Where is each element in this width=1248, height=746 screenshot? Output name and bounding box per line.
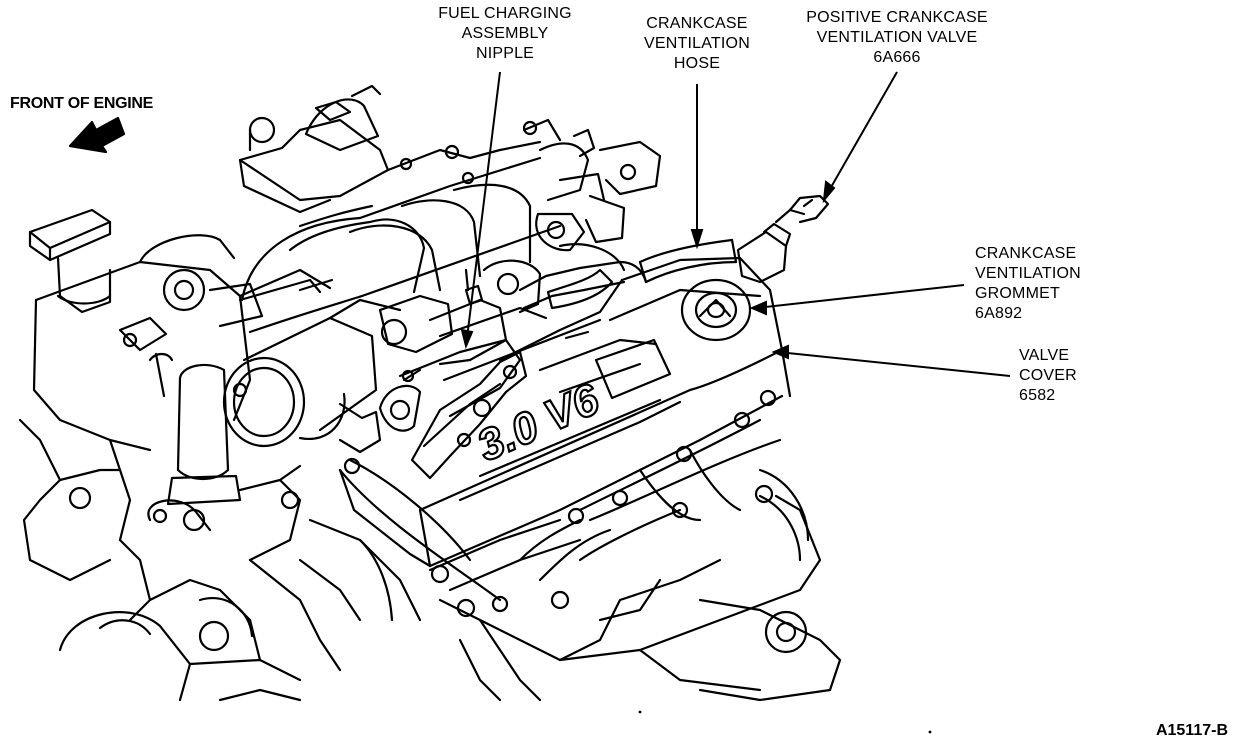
callout-line: VENTILATION VALVE (816, 29, 978, 46)
timing-cover (18, 260, 252, 582)
pcv-valve (736, 194, 830, 284)
callout-line: ASSEMBLY (461, 25, 549, 42)
callout-line: VENTILATION (644, 35, 750, 52)
callout-line: GROMMET (975, 285, 1060, 302)
callout-line: 6582 (1019, 387, 1056, 404)
crankcase-ventilation-hose (518, 238, 738, 310)
throttle-linkage-bracket (378, 350, 528, 480)
leader-vent-hose (690, 84, 704, 250)
head-bolts (232, 382, 777, 618)
water-pump (58, 464, 422, 702)
callout-crankcase-ventilation-grommet: CRANKCASE VENTILATION GROMMET 6A892 (975, 244, 1081, 324)
leader-valve-cover (771, 344, 1011, 377)
scan-specks (638, 710, 932, 734)
front-arrow-icon (68, 116, 126, 154)
callout-line: 6A666 (873, 49, 921, 66)
engine-block-lower (438, 468, 842, 702)
upper-intake-plenum (238, 156, 562, 334)
callout-line: 6A892 (975, 305, 1023, 322)
callout-line: CRANKCASE (975, 245, 1077, 262)
callout-line: POSITIVE CRANKCASE (806, 9, 988, 26)
cylinder-head-left (138, 234, 332, 398)
callout-line: COVER (1019, 367, 1077, 384)
callout-line: VALVE (1019, 347, 1070, 364)
oil-filler-cap (28, 208, 112, 314)
callout-line: NIPPLE (475, 45, 535, 62)
callout-line: VENTILATION (975, 265, 1081, 282)
leader-grommet (749, 284, 965, 316)
ignition-coil (238, 84, 542, 214)
callout-crankcase-ventilation-hose: CRANKCASE VENTILATION HOSE (625, 14, 769, 74)
spark-plug-wires (338, 418, 782, 602)
leader-pcv-valve (822, 71, 898, 204)
callout-line: FUEL CHARGING (438, 5, 572, 22)
callout-valve-cover: VALVE COVER 6582 (1019, 346, 1077, 406)
leader-fuel-nipple (460, 71, 501, 350)
callout-line: CRANKCASE (646, 15, 748, 32)
fuel-charging-assembly (378, 243, 626, 418)
callout-fuel-charging-nipple: FUEL CHARGING ASSEMBLY NIPPLE (420, 4, 590, 64)
thermostat-housing (147, 363, 242, 532)
figure-id: A15117-B (1155, 722, 1228, 739)
callout-pcv-valve: POSITIVE CRANKCASE VENTILATION VALVE 6A6… (786, 8, 1008, 68)
top-sensors (522, 118, 662, 252)
front-of-engine-label: FRONT OF ENGINE (10, 95, 154, 112)
callout-line: HOSE (673, 55, 721, 72)
crankcase-ventilation-grommet (680, 278, 752, 342)
